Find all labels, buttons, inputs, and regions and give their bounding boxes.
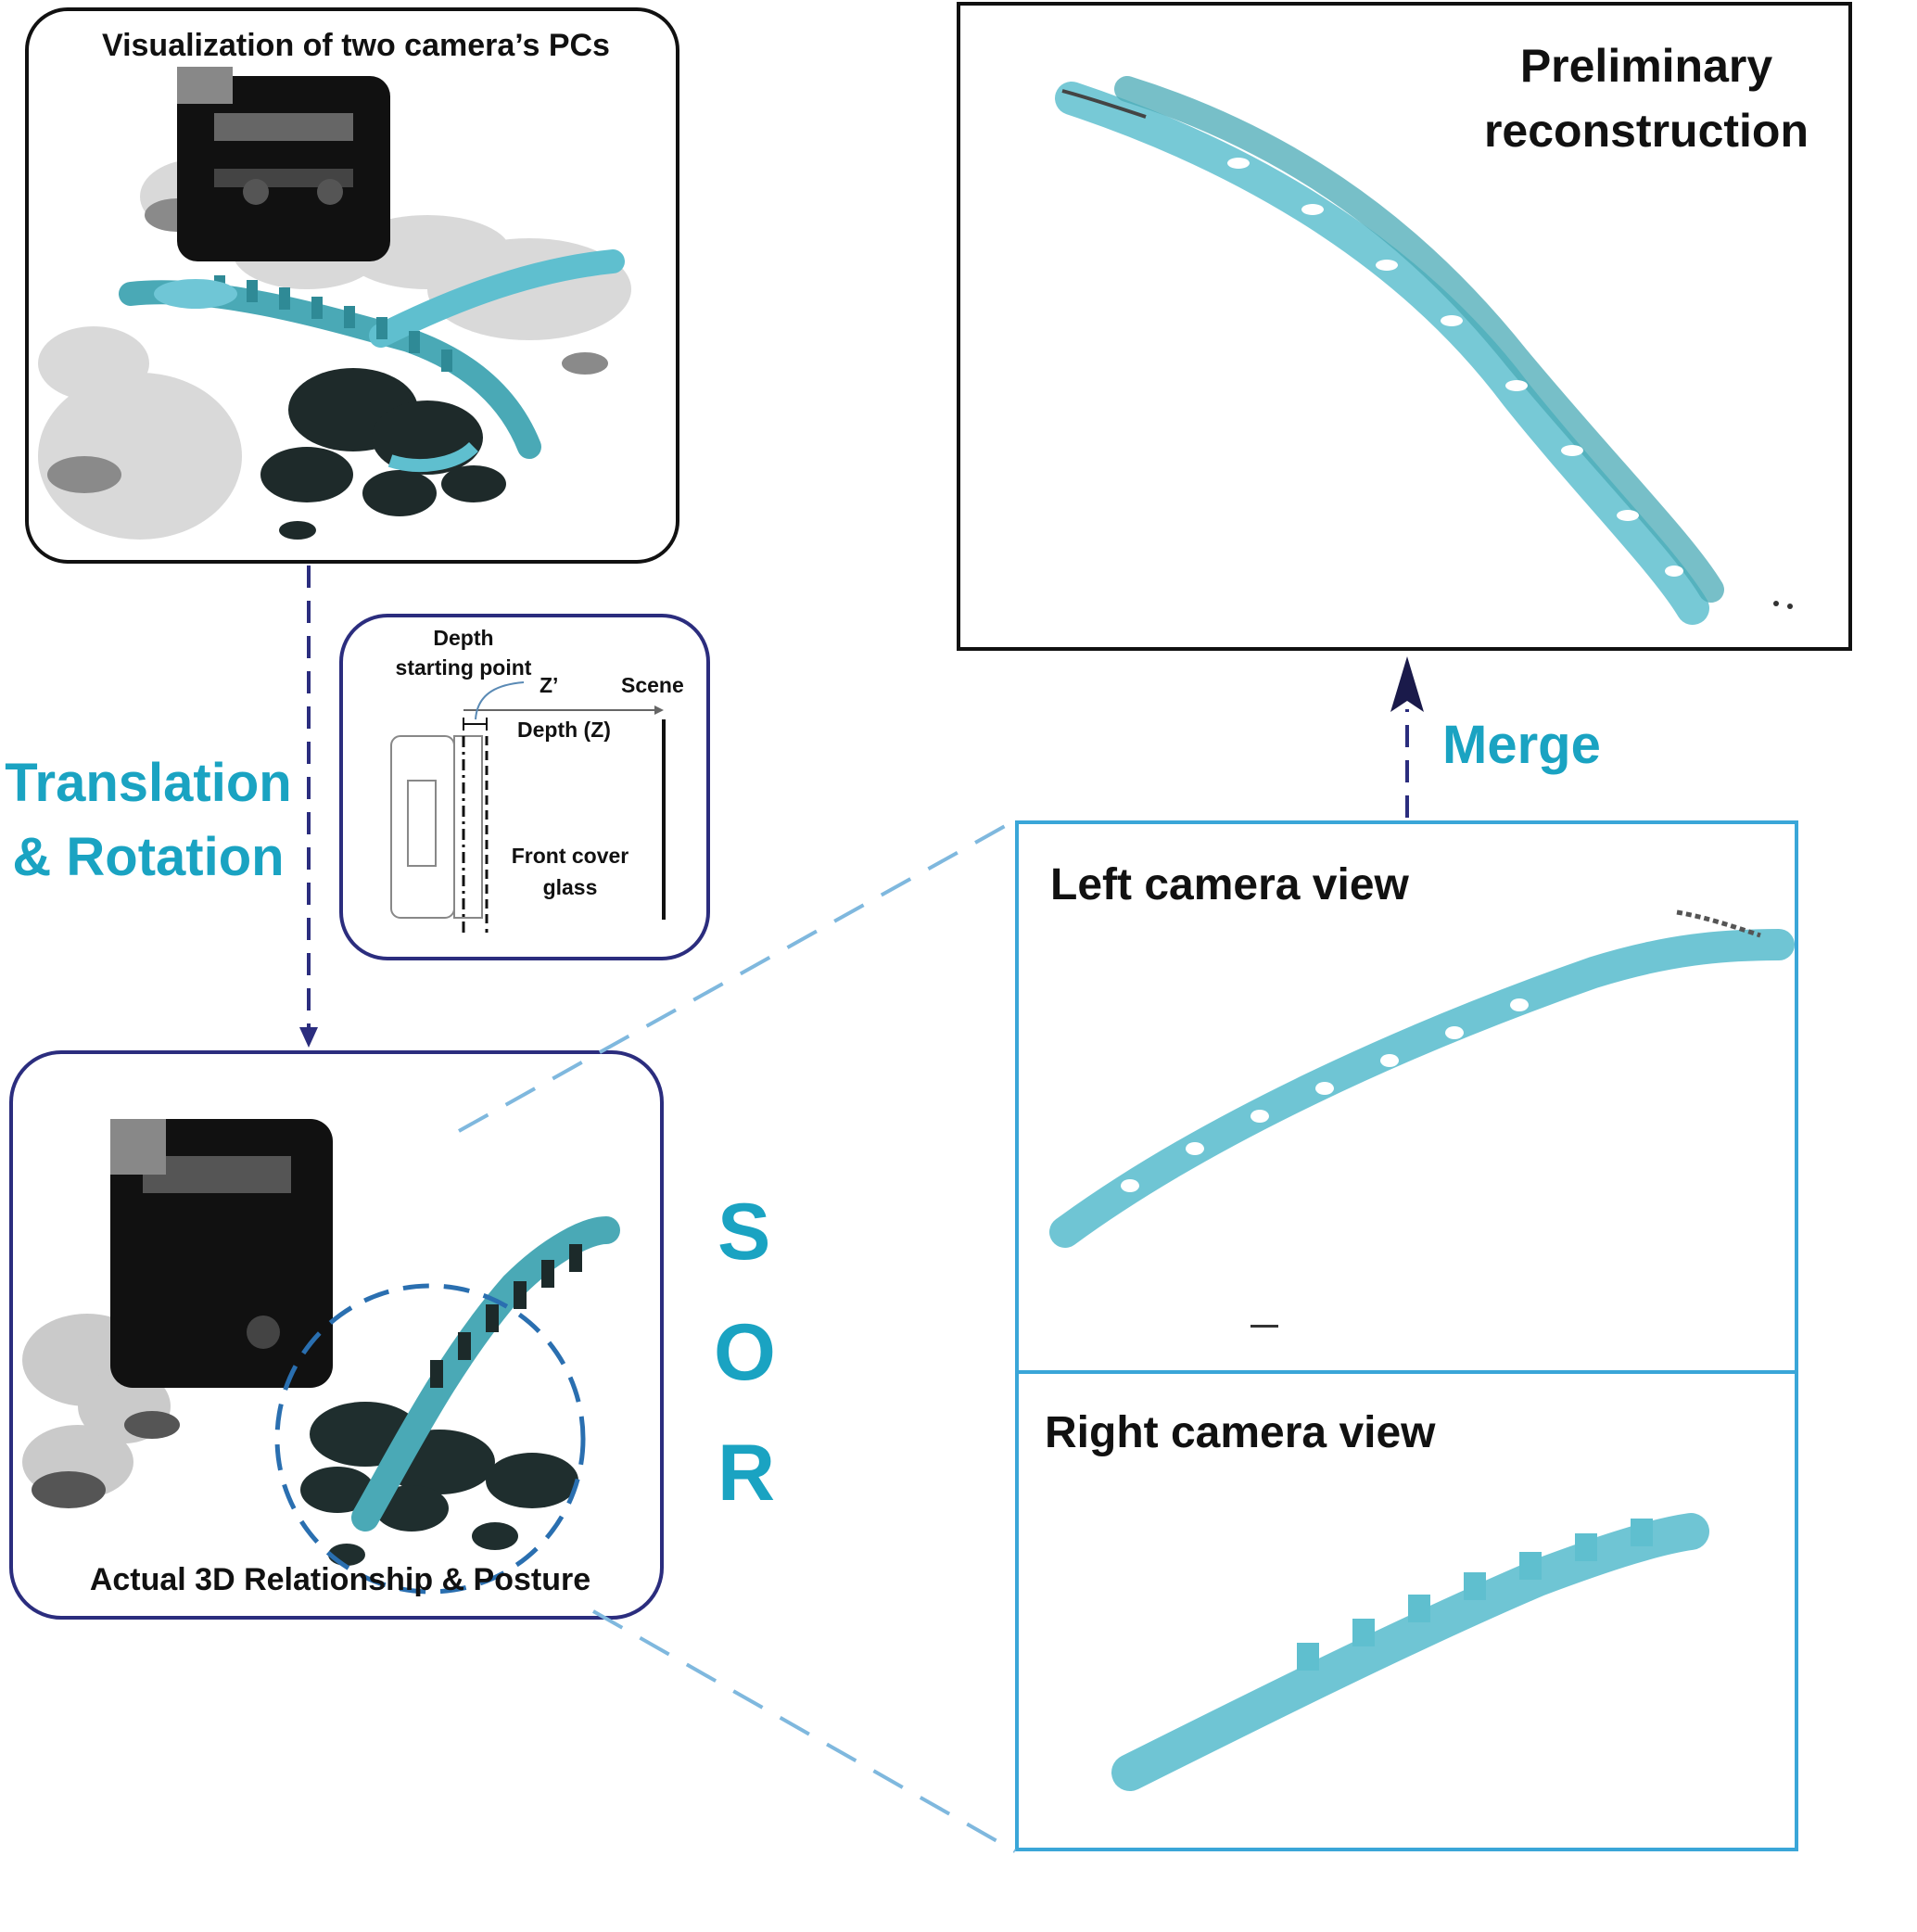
- label-depth-starting-point: Depth starting point: [395, 626, 532, 680]
- panel-right-camera-view: Right camera view: [1015, 1370, 1798, 1851]
- label-translation-rotation: Translation & Rotation: [5, 753, 292, 887]
- panel-preliminary-reconstruction: Preliminary reconstruction: [957, 2, 1852, 651]
- label-scene: Scene: [621, 673, 684, 697]
- panel-left-camera-view: Left camera view: [1015, 820, 1798, 1374]
- label-depth-z: Depth (Z): [517, 718, 611, 742]
- label-z-prime: Z’: [540, 673, 559, 697]
- point-cloud-left-view: [1049, 909, 1795, 1328]
- panel-title-bottom-left: Actual 3D Relationship & Posture: [89, 1562, 591, 1597]
- stereo-camera-shape-bottom: [110, 1119, 333, 1388]
- stereo-camera-shape: [177, 67, 390, 261]
- label-sor-o: O: [714, 1308, 776, 1397]
- point-cloud-scene-top: [38, 67, 631, 540]
- point-cloud-scene-bottom: [22, 1119, 620, 1595]
- panel-title-right-view: Right camera view: [1045, 1408, 1436, 1457]
- point-cloud-reconstruction: [1055, 76, 1793, 625]
- panel-title-top-left: Visualization of two camera’s PCs: [102, 28, 610, 63]
- panel-two-camera-pcs: Visualization of two camera’s PCs: [25, 7, 679, 564]
- point-cloud-right-view: [1111, 1513, 1709, 1791]
- zoom-line-bottom: [592, 1609, 1016, 1853]
- panel-title-left-view: Left camera view: [1050, 860, 1409, 909]
- panel-title-top-right: Preliminary reconstruction: [1483, 40, 1809, 157]
- label-sor-r: R: [717, 1429, 776, 1518]
- panel-depth-inset: Depth starting point Z’ Scene Depth (Z) …: [339, 614, 710, 960]
- label-sor-s: S: [717, 1188, 771, 1277]
- panel-actual-3d-relationship: Actual 3D Relationship & Posture: [9, 1050, 664, 1620]
- label-merge: Merge: [1442, 715, 1601, 775]
- label-front-cover-glass: Front cover glass: [511, 844, 629, 899]
